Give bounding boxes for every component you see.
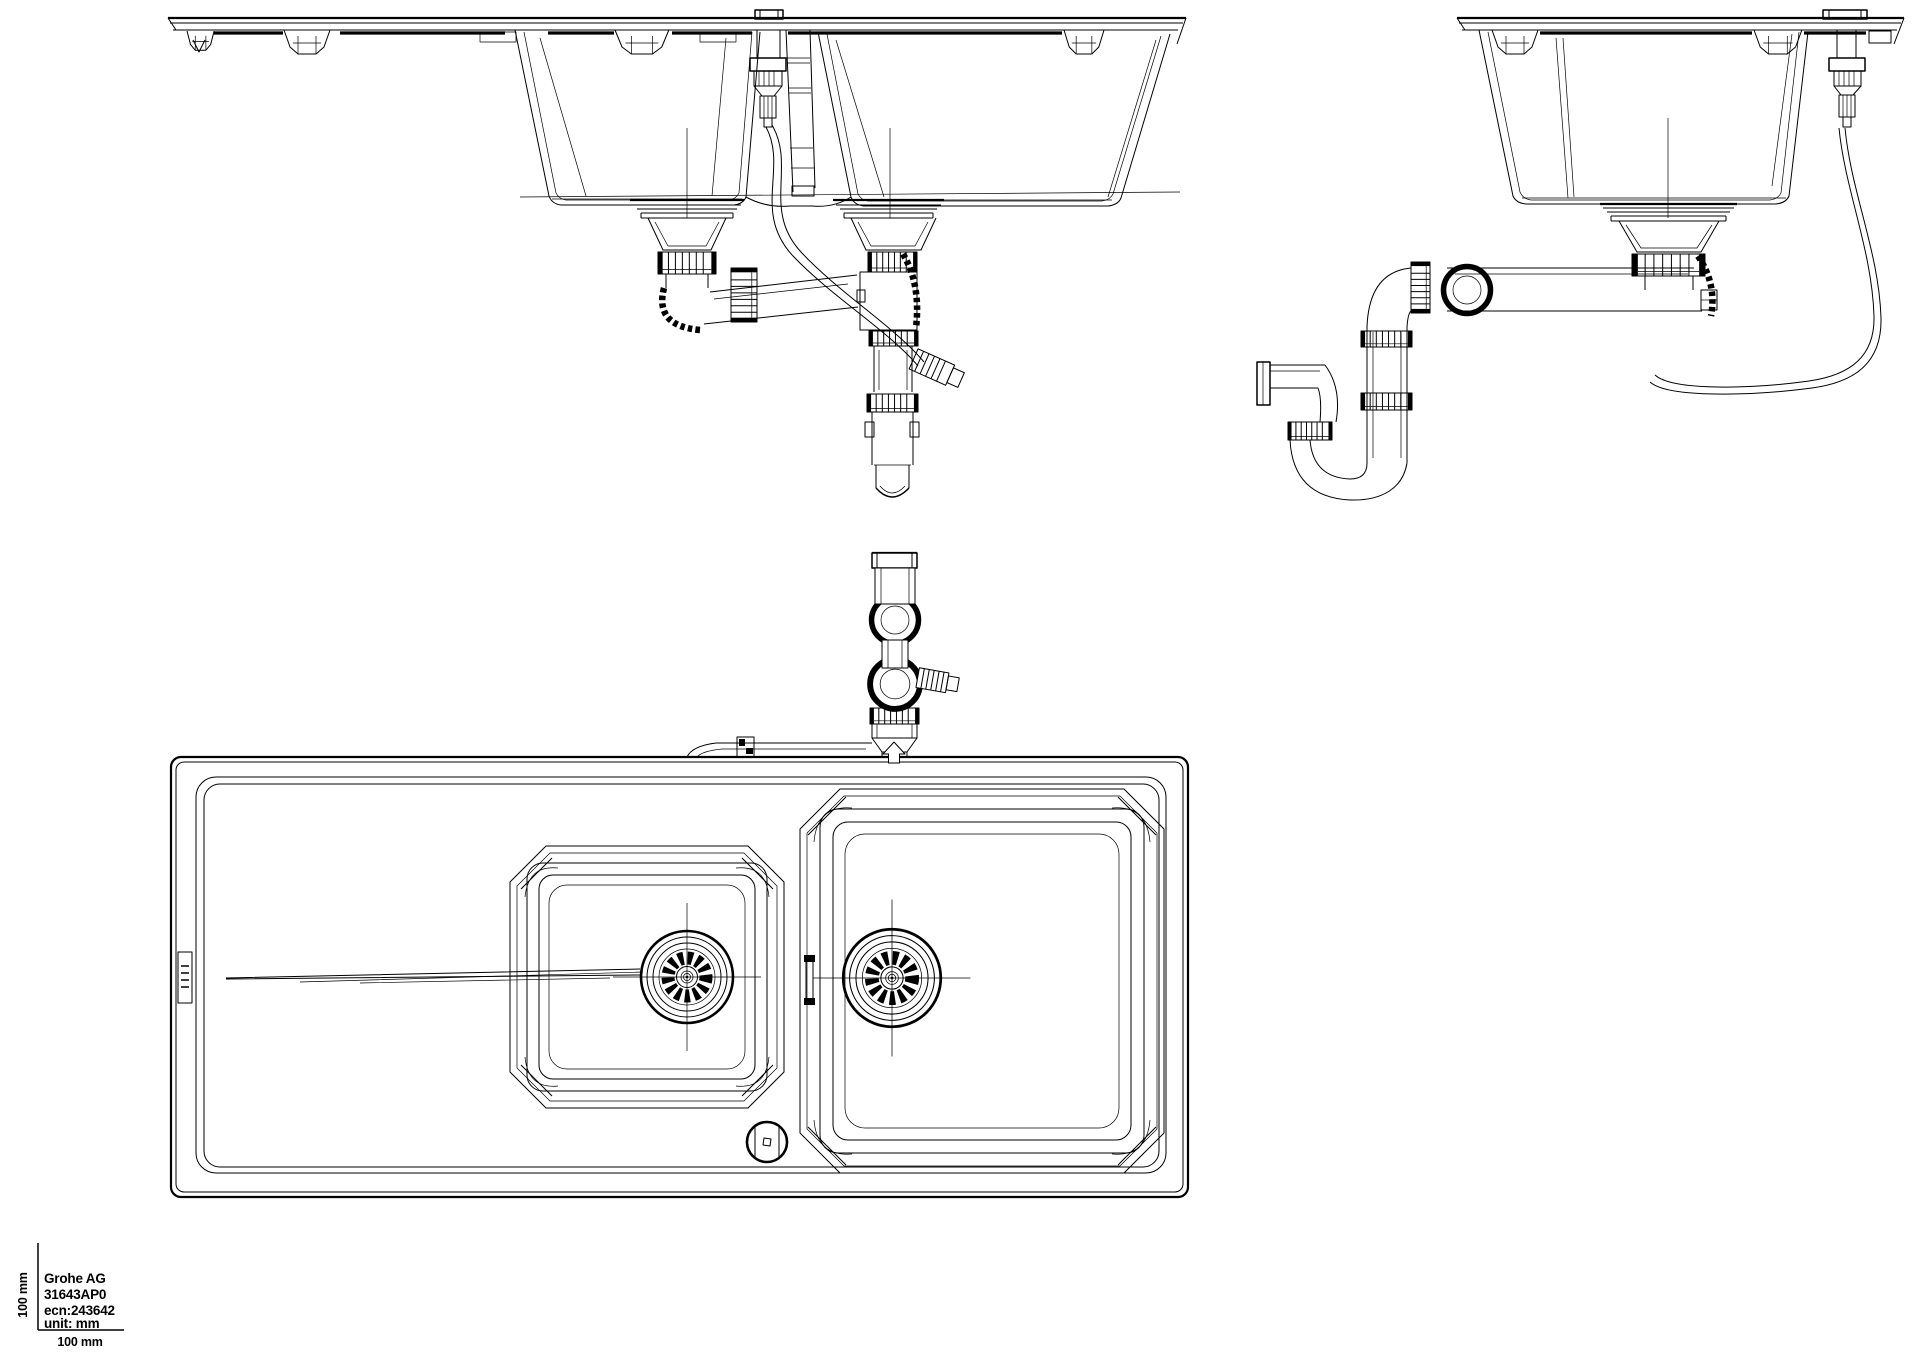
horizontal-scale-label: 100 mm — [57, 1335, 102, 1349]
bowl — [1478, 29, 1809, 218]
drainboard — [177, 951, 644, 1004]
overflow-actuator-cap — [1822, 9, 1868, 20]
overflow-fitting — [1828, 30, 1866, 128]
horizontal-pipe-run — [1410, 254, 1718, 317]
overflow-assembly — [749, 29, 816, 197]
mounting-clips — [1491, 29, 1892, 55]
small-bowl-plan — [509, 845, 785, 1109]
outlet-opening — [879, 485, 906, 494]
bowl-back-edge — [519, 191, 1181, 198]
overflow-hose — [1649, 127, 1882, 395]
title-block: Grohe AG 31643AP0 ecn:243642 unit: mm 10… — [16, 1243, 124, 1349]
title-block-border — [37, 1243, 124, 1331]
large-bowl-plan — [799, 788, 1165, 1174]
top-plan-view — [169, 551, 1190, 1199]
basket-strainer — [1600, 202, 1737, 290]
flow-arrow — [882, 741, 906, 764]
left-bowl — [514, 29, 761, 206]
vertical-scale-label: 100 mm — [16, 1272, 30, 1317]
manufacturer-label: Grohe AG — [44, 1271, 106, 1286]
drain-elbow-and-pipe — [659, 267, 859, 334]
trap-assembly-plan — [686, 551, 960, 758]
tap-hole-cover — [745, 1120, 789, 1164]
counter-rim — [1456, 9, 1905, 45]
right-bowl — [817, 31, 1171, 207]
brand-plate — [177, 951, 193, 1004]
overflow-actuator-cap — [754, 9, 784, 20]
wall-outlet-elbow — [1256, 361, 1339, 441]
left-basket-strainer — [630, 128, 744, 288]
bowl-divider — [745, 196, 852, 207]
divider-slot — [804, 955, 815, 1005]
dishwasher-connector — [908, 348, 965, 388]
pipe-nut — [1410, 261, 1431, 314]
sink-outline — [169, 755, 1190, 1199]
waste-tee-and-tailpipe — [856, 252, 965, 498]
model-number-label: 31643AP0 — [44, 1287, 106, 1302]
large-bowl-strainer — [814, 900, 971, 1057]
dishwasher-connector — [915, 667, 960, 694]
ecn-label: ecn:243642 — [44, 1303, 115, 1318]
coupling-ring — [1444, 267, 1491, 314]
downpipe-and-trap — [1289, 267, 1413, 501]
right-basket-strainer — [833, 128, 944, 273]
rim-band — [195, 776, 1167, 1174]
front-elevation-view — [167, 9, 1187, 498]
unit-label: unit: mm — [44, 1316, 100, 1331]
counter-rim — [167, 9, 1187, 45]
small-bowl-strainer — [613, 903, 761, 1051]
pipe-nut — [730, 267, 758, 323]
side-elevation-view — [1256, 9, 1905, 501]
